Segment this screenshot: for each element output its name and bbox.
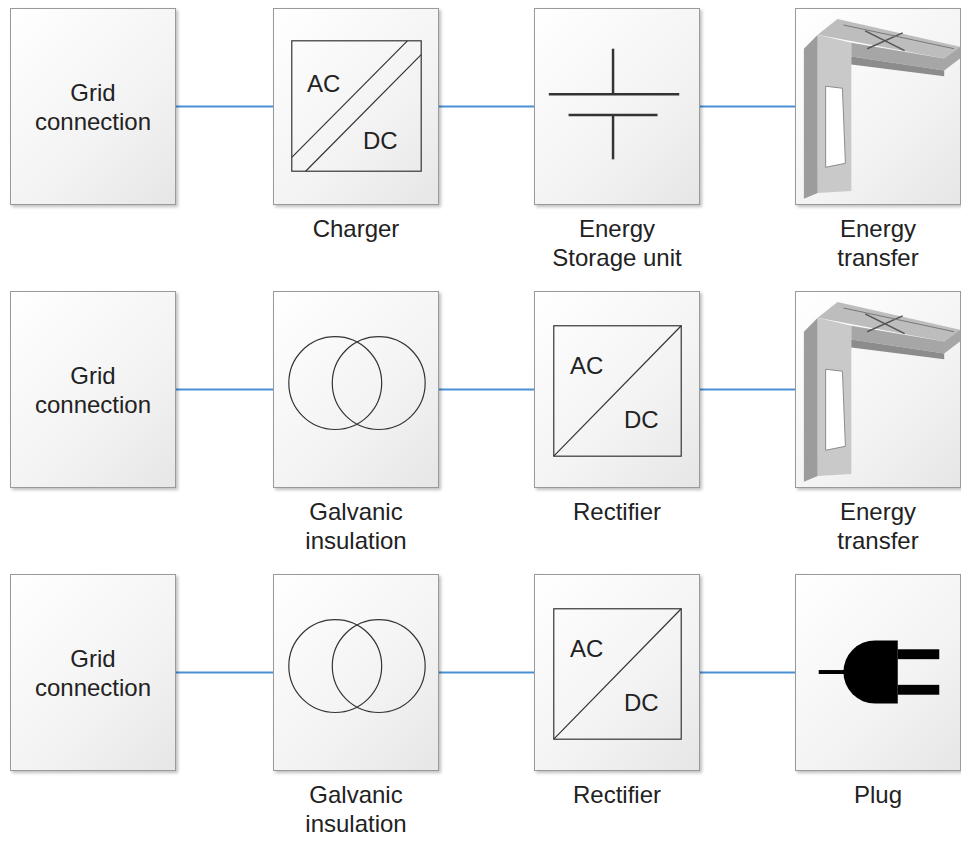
- transfer-symbol: [796, 292, 960, 487]
- rectifier-symbol: [535, 292, 699, 487]
- rectifier-symbol: [535, 575, 699, 770]
- symbol-label: AC: [570, 351, 603, 380]
- box-caption: Energy transfer: [803, 214, 953, 272]
- symbol-label: AC: [570, 634, 603, 663]
- grid-box: Grid connection: [10, 574, 176, 771]
- box-caption: Rectifier: [542, 497, 692, 526]
- box-caption: Rectifier: [542, 780, 692, 809]
- transfer-box: Energy transfer: [795, 291, 961, 488]
- grid-box: Grid connection: [10, 291, 176, 488]
- box-caption: Galvanic insulation: [281, 780, 431, 838]
- plug-symbol: [796, 575, 960, 770]
- plug-box: Plug: [795, 574, 961, 771]
- storage-box: Energy Storage unit: [534, 8, 700, 205]
- rectifier-box: ACDCRectifier: [534, 574, 700, 771]
- box-caption: Energy Storage unit: [542, 214, 692, 272]
- box-label: Grid connection: [19, 644, 167, 702]
- grid-box: Grid connection: [10, 8, 176, 205]
- capacitor-symbol: [535, 9, 699, 204]
- symbol-label: DC: [363, 126, 398, 155]
- transfer-symbol: [796, 9, 960, 204]
- box-caption: Galvanic insulation: [281, 497, 431, 555]
- box-label: Grid connection: [19, 78, 167, 136]
- connector-line: [439, 106, 534, 108]
- transformer-symbol: [274, 575, 438, 770]
- connector-line: [439, 672, 534, 674]
- connector-line: [176, 389, 273, 391]
- charger-box: ACDCCharger: [273, 8, 439, 205]
- box-caption: Energy transfer: [803, 497, 953, 555]
- box-label: Grid connection: [19, 361, 167, 419]
- rectifier-box: ACDCRectifier: [534, 291, 700, 488]
- connector-line: [176, 672, 273, 674]
- symbol-label: AC: [307, 69, 340, 98]
- connector-line: [176, 106, 273, 108]
- connector-line: [700, 106, 795, 108]
- charger-symbol: [274, 9, 438, 204]
- transformer-symbol: [274, 292, 438, 487]
- connector-line: [700, 389, 795, 391]
- insulation-box: Galvanic insulation: [273, 291, 439, 488]
- insulation-box: Galvanic insulation: [273, 574, 439, 771]
- symbol-label: DC: [624, 405, 659, 434]
- box-caption: Charger: [281, 214, 431, 243]
- box-caption: Plug: [803, 780, 953, 809]
- transfer-box: Energy transfer: [795, 8, 961, 205]
- connector-line: [439, 389, 534, 391]
- connector-line: [700, 672, 795, 674]
- symbol-label: DC: [624, 688, 659, 717]
